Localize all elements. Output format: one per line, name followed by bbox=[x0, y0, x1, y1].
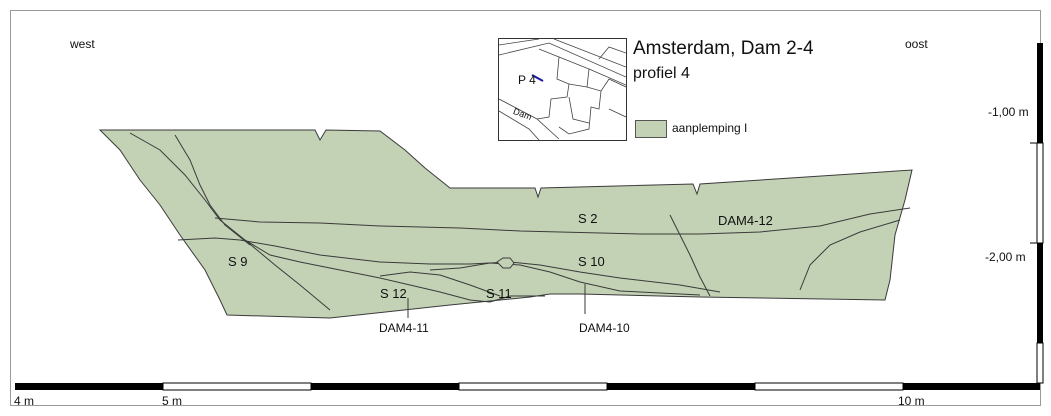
layer-label-s12: S 12 bbox=[380, 286, 407, 301]
page-title: Amsterdam, Dam 2-4 bbox=[633, 38, 814, 59]
east-label: oost bbox=[905, 37, 928, 51]
layer-label-s9: S 9 bbox=[228, 254, 248, 269]
legend-swatch bbox=[635, 120, 667, 138]
find-object bbox=[496, 257, 515, 269]
profile-marker bbox=[531, 74, 544, 82]
sample-label-dam4-10: DAM4-10 bbox=[579, 321, 630, 335]
scale-label-5m: 5 m bbox=[162, 394, 183, 408]
west-label: west bbox=[70, 37, 95, 51]
horizontal-scale-bar bbox=[15, 382, 1040, 391]
layer-label-dam4-12: DAM4-12 bbox=[718, 213, 773, 228]
page-subtitle: profiel 4 bbox=[633, 65, 690, 82]
sample-label-dam4-11: DAM4-11 bbox=[379, 321, 429, 335]
depth-label-2m: -2,00 m bbox=[985, 250, 1026, 264]
profile-section bbox=[98, 129, 913, 319]
depth-scale-bar bbox=[1030, 43, 1044, 384]
layer-label-s2: S 2 bbox=[578, 211, 598, 226]
layer-label-s10: S 10 bbox=[578, 254, 605, 269]
scale-label-4m: 4 m bbox=[14, 394, 35, 408]
depth-label-1m: -1,00 m bbox=[988, 105, 1029, 119]
legend-label: aanplemping I bbox=[672, 121, 748, 135]
inset-location-map: P 4 Dam bbox=[498, 38, 627, 141]
inset-profile-label: P 4 bbox=[518, 73, 536, 87]
layer-label-s11: S 11 bbox=[486, 286, 512, 301]
layer-boundaries bbox=[129, 132, 911, 311]
scale-label-10m: 10 m bbox=[898, 394, 925, 408]
